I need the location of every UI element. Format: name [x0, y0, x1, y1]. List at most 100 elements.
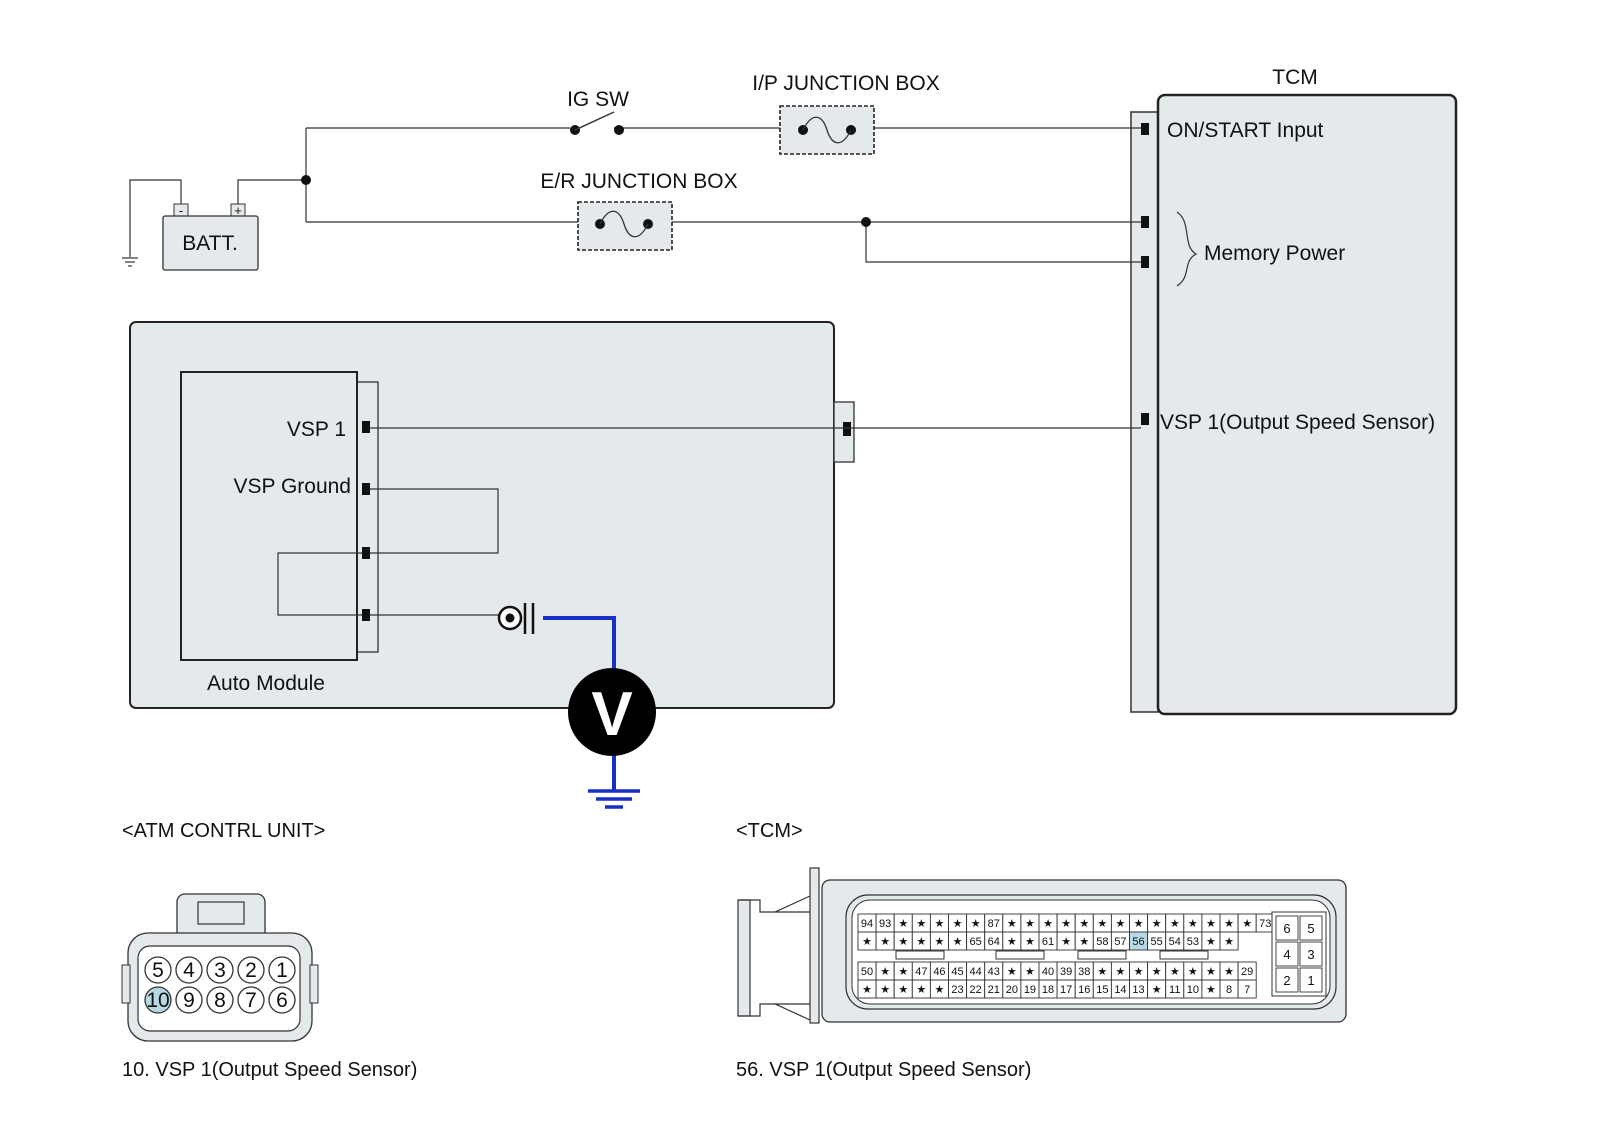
tcm-pin-label: ★	[1152, 984, 1162, 996]
tcm-pin-label: ★	[880, 966, 890, 978]
tcm-pin-memory-2	[1141, 256, 1149, 268]
tcm-pin-label: ★	[1061, 936, 1071, 948]
wire-ground-loop-left	[277, 552, 362, 616]
tcm-pin-label: ★	[1224, 936, 1234, 948]
tcm-module: TCM ON/START Input Memory Power VSP 1(Ou…	[1130, 66, 1458, 716]
er-junction-box-frame	[577, 201, 673, 251]
splice-point-memory	[861, 217, 871, 227]
atm-pin-7: 7	[245, 989, 257, 1012]
battery-label: BATT.	[182, 232, 238, 255]
tcm-key-slot	[1077, 950, 1127, 960]
tcm-pin-label: 45	[951, 966, 963, 978]
tcm-pin-label: ★	[1170, 966, 1180, 978]
atm-pin-7-circle	[237, 986, 265, 1014]
tcm-pin-label: 57	[1114, 936, 1126, 948]
tcm-side-pin-label: 6	[1283, 921, 1290, 936]
tcm-pin-label: 17	[1060, 984, 1072, 996]
tcm-pin-label: 47	[915, 966, 927, 978]
atm-pin-8-circle	[206, 986, 234, 1014]
tcm-pin-label: ★	[880, 936, 890, 948]
tcm-pin-memory-1	[1141, 216, 1149, 228]
tcm-side-pin-cell	[1299, 941, 1323, 967]
tcm-pin-label: ★	[1025, 918, 1035, 930]
tcm-pin-label: ★	[1206, 918, 1216, 930]
tcm-connector-latch-bottom	[738, 1003, 811, 1021]
tcm-pin-label: 44	[970, 966, 982, 978]
tcm-side-pin-cell	[1275, 941, 1299, 967]
memory-power-brace	[1176, 211, 1198, 287]
tcm-pin-label: 93	[879, 918, 891, 930]
tcm-side-pin-cell	[1275, 915, 1299, 941]
tcm-memory-power-label: Memory Power	[1204, 242, 1345, 265]
atm-pin-6: 6	[276, 989, 288, 1012]
meter-ground-icon	[588, 789, 640, 809]
tcm-pin-label: ★	[1007, 966, 1017, 978]
tcm-pin-label: ★	[1224, 918, 1234, 930]
tcm-side-pin-label: 4	[1283, 947, 1290, 962]
tcm-pin-label: 10	[1187, 984, 1199, 996]
splice-point-batt	[301, 175, 311, 185]
tcm-pin-label: ★	[935, 936, 945, 948]
tcm-pin-label: ★	[862, 936, 872, 948]
tcm-pin-label: 40	[1042, 966, 1054, 978]
tcm-pin-label: ★	[1152, 918, 1162, 930]
atm-pin-1-circle	[268, 956, 296, 984]
tcm-pin-label: ★	[935, 918, 945, 930]
tcm-pin-label: ★	[1061, 918, 1071, 930]
tcm-pin-label: 20	[1006, 984, 1018, 996]
voltmeter-body	[568, 668, 656, 756]
tcm-pin-label: 22	[970, 984, 982, 996]
atm-pin-1: 1	[276, 959, 288, 982]
atm-connector-ear-right	[309, 964, 319, 1004]
battery-ground-icon	[122, 257, 138, 267]
tcm-pin-label: 16	[1078, 984, 1090, 996]
atm-connector-latch-inner	[197, 901, 245, 925]
tcm-pin-label: ★	[953, 936, 963, 948]
auto-module-label: Auto Module	[207, 672, 325, 695]
tcm-pin-label: ★	[1116, 918, 1126, 930]
tcm-pin-label: 43	[988, 966, 1000, 978]
tcm-pin-label: 21	[988, 984, 1000, 996]
tcm-pin-label: 64	[988, 936, 1000, 948]
atm-pin-3-circle	[206, 956, 234, 984]
atm-pin-8: 8	[214, 989, 226, 1012]
tcm-pin-label: ★	[1206, 966, 1216, 978]
tcm-key-slot	[1159, 950, 1209, 960]
power-wiring	[129, 127, 1141, 263]
tcm-pin-label: ★	[1007, 936, 1017, 948]
ig-switch: IG SW	[567, 88, 629, 135]
tcm-pin-label: ★	[1206, 984, 1216, 996]
tcm-pin-label: ★	[1097, 966, 1107, 978]
er-junction-box: E/R JUNCTION BOX	[540, 170, 738, 251]
tcm-pin-label: 39	[1060, 966, 1072, 978]
tcm-pin-label: ★	[953, 918, 963, 930]
tcm-pin-label: 94	[861, 918, 873, 930]
tcm-pin-label: 38	[1078, 966, 1090, 978]
tcm-pin-cell	[1219, 931, 1239, 951]
tcm-pin-label: 11	[1169, 984, 1180, 996]
tcm-pin-label: 58	[1096, 936, 1108, 948]
tcm-pin-label: ★	[916, 984, 926, 996]
battery-body	[162, 215, 259, 271]
tcm-pin-label: ★	[1188, 966, 1198, 978]
tcm-pin-label: 15	[1096, 984, 1108, 996]
tcm-side-pin-label: 2	[1283, 973, 1290, 988]
tcm-pin-vsp1	[1141, 413, 1149, 425]
tcm-vsp1-label: VSP 1(Output Speed Sensor)	[1160, 411, 1435, 434]
tcm-pin-label: ★	[1097, 918, 1107, 930]
tcm-pin-label: ★	[880, 984, 890, 996]
auto-module: VSP 1 VSP Ground Auto Module	[129, 321, 855, 709]
tcm-pin-label: ★	[1134, 918, 1144, 930]
auto-module-inner-box	[180, 371, 358, 661]
tcm-side-pin-label: 5	[1307, 921, 1314, 936]
atm-connector-title: <ATM CONTRL UNIT>	[122, 820, 325, 842]
tcm-pin-label: ★	[1079, 936, 1089, 948]
tcm-pin-cell	[1237, 979, 1257, 999]
tcm-pin-label: 14	[1114, 984, 1126, 996]
tcm-pin-label: ★	[898, 918, 908, 930]
wire-ground-loop-upper	[370, 488, 499, 554]
tcm-pin-label: ★	[916, 918, 926, 930]
atm-pin-5: 5	[152, 959, 164, 982]
